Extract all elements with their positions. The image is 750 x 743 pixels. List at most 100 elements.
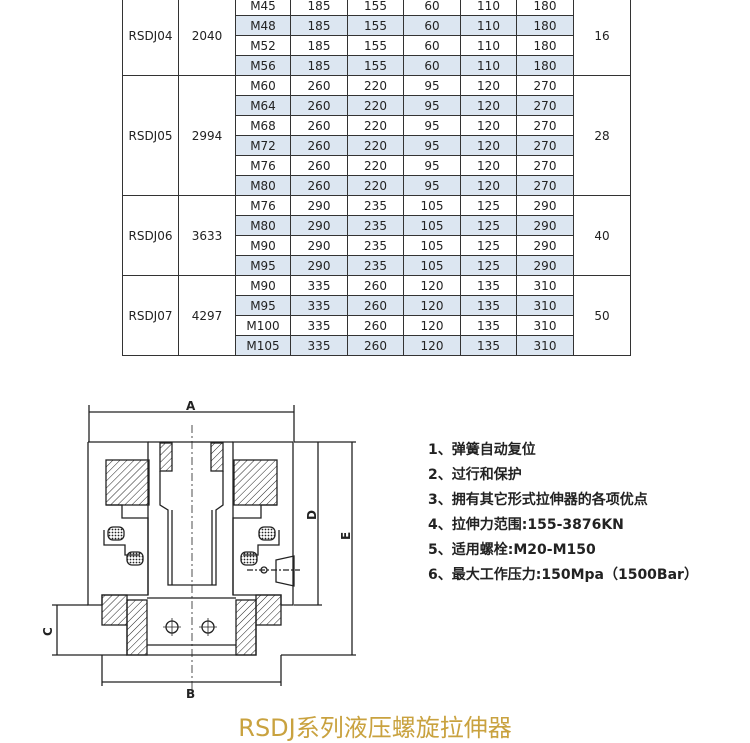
model-cell: RSDJ04 — [122, 0, 179, 76]
dimension-cell: 290 — [290, 255, 348, 276]
dimension-cell: 235 — [347, 255, 404, 276]
model-cell: RSDJ06 — [122, 195, 179, 276]
dimension-cell: 95 — [403, 175, 461, 196]
dimension-cell: 60 — [403, 35, 461, 56]
thread-cell: M45 — [235, 0, 291, 16]
thread-cell: M52 — [235, 35, 291, 56]
weight-cell: 50 — [573, 275, 631, 356]
dimension-cell: 125 — [460, 235, 517, 256]
dimension-cell: 120 — [460, 75, 517, 96]
dimension-cell: 260 — [347, 335, 404, 356]
dimension-cell: 220 — [347, 135, 404, 156]
thread-cell: M68 — [235, 115, 291, 136]
thread-cell: M76 — [235, 155, 291, 176]
dimension-cell: 110 — [460, 15, 517, 36]
dimension-cell: 120 — [403, 335, 461, 356]
dimension-cell: 120 — [403, 315, 461, 336]
dimension-cell: 60 — [403, 55, 461, 76]
dimension-cell: 105 — [403, 235, 461, 256]
feature-list: 1、弹簧自动复位 2、过行和保护 3、拥有其它形式拉伸器的各项优点 4、拉伸力范… — [428, 438, 698, 588]
dimension-cell: 125 — [460, 195, 517, 216]
dimension-cell: 270 — [516, 155, 574, 176]
thread-cell: M95 — [235, 255, 291, 276]
dimension-label-d: D — [305, 510, 319, 520]
tensioner-cross-section-drawing: A B C D E — [41, 399, 356, 700]
thread-cell: M64 — [235, 95, 291, 116]
dimension-cell: 310 — [516, 335, 574, 356]
dimension-cell: 180 — [516, 15, 574, 36]
feature-item: 1、弹簧自动复位 — [428, 442, 536, 458]
feature-item: 2、过行和保护 — [428, 467, 522, 483]
force-cell: 4297 — [178, 275, 236, 356]
model-cell: RSDJ05 — [122, 75, 179, 196]
dimension-cell: 220 — [347, 115, 404, 136]
dimension-label-b: B — [186, 687, 195, 700]
dimension-cell: 220 — [347, 95, 404, 116]
dimension-cell: 290 — [516, 235, 574, 256]
dimension-cell: 235 — [347, 235, 404, 256]
feature-item: 6、最大工作压力:150Mpa（1500Bar） — [428, 567, 698, 583]
weight-cell: 28 — [573, 75, 631, 196]
dimension-cell: 135 — [460, 335, 517, 356]
dimension-cell: 120 — [403, 275, 461, 296]
dimension-cell: 95 — [403, 155, 461, 176]
dimension-cell: 180 — [516, 0, 574, 16]
dimension-cell: 260 — [347, 275, 404, 296]
force-cell: 2040 — [178, 0, 236, 76]
dimension-cell: 135 — [460, 275, 517, 296]
thread-cell: M90 — [235, 235, 291, 256]
dimension-cell: 310 — [516, 315, 574, 336]
dimension-cell: 110 — [460, 35, 517, 56]
thread-cell: M90 — [235, 275, 291, 296]
dimension-cell: 110 — [460, 55, 517, 76]
dimension-cell: 60 — [403, 0, 461, 16]
dimension-cell: 180 — [516, 35, 574, 56]
dimension-cell: 220 — [347, 155, 404, 176]
feature-item: 3、拥有其它形式拉伸器的各项优点 — [428, 492, 648, 508]
thread-cell: M72 — [235, 135, 291, 156]
dimension-label-a: A — [186, 399, 196, 413]
weight-cell: 40 — [573, 195, 631, 276]
thread-cell: M80 — [235, 175, 291, 196]
dimension-cell: 155 — [347, 55, 404, 76]
dimension-cell: 335 — [290, 335, 348, 356]
dimension-label-e: E — [339, 532, 353, 540]
dimension-cell: 105 — [403, 215, 461, 236]
dimension-cell: 270 — [516, 95, 574, 116]
feature-item: 4、拉伸力范围:155-3876KN — [428, 517, 624, 533]
dimension-cell: 235 — [347, 215, 404, 236]
dimension-cell: 310 — [516, 275, 574, 296]
dimension-cell: 260 — [347, 315, 404, 336]
dimension-cell: 260 — [290, 115, 348, 136]
dimension-cell: 155 — [347, 35, 404, 56]
dimension-cell: 95 — [403, 115, 461, 136]
dimension-cell: 95 — [403, 135, 461, 156]
weight-cell: 16 — [573, 0, 631, 76]
dimension-cell: 125 — [460, 215, 517, 236]
dimension-cell: 310 — [516, 295, 574, 316]
dimension-cell: 290 — [290, 235, 348, 256]
dimension-cell: 185 — [290, 35, 348, 56]
dimension-cell: 180 — [516, 55, 574, 76]
dimension-cell: 120 — [460, 175, 517, 196]
dimension-cell: 335 — [290, 315, 348, 336]
thread-cell: M56 — [235, 55, 291, 76]
dimension-cell: 110 — [460, 0, 517, 16]
product-title: RSDJ系列液压螺旋拉伸器 — [238, 714, 512, 742]
dimension-cell: 235 — [347, 195, 404, 216]
dimension-cell: 185 — [290, 0, 348, 16]
dimension-cell: 155 — [347, 0, 404, 16]
dimension-cell: 260 — [290, 175, 348, 196]
dimension-cell: 105 — [403, 255, 461, 276]
model-cell: RSDJ07 — [122, 275, 179, 356]
dimension-cell: 105 — [403, 195, 461, 216]
thread-cell: M105 — [235, 335, 291, 356]
